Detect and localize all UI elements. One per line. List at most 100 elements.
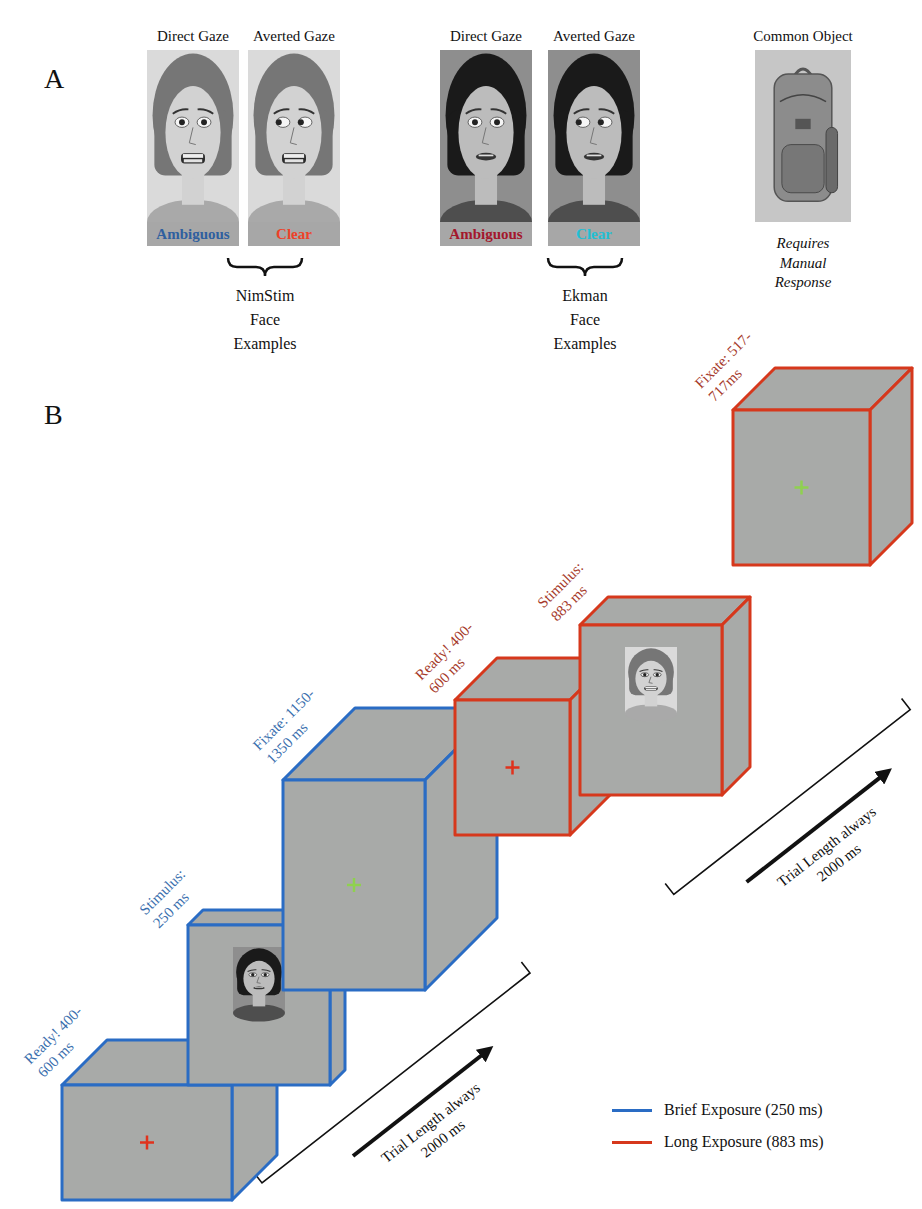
hair: [628, 648, 674, 696]
eyebrow: [599, 109, 615, 113]
mouth: [644, 687, 658, 691]
pupil: [276, 119, 282, 125]
face-photo: [440, 50, 532, 222]
teeth: [587, 155, 602, 157]
mouth: [282, 153, 306, 163]
eye: [249, 973, 257, 977]
column-header: Direct Gaze: [123, 22, 263, 50]
pupil: [201, 119, 207, 125]
eyebrow: [299, 109, 315, 113]
teeth: [646, 689, 656, 690]
legend-row: Long Exposure (883 ms): [612, 1128, 902, 1156]
photo-ground: [548, 50, 640, 222]
photo-ground: [233, 947, 285, 1013]
cube-front: [733, 410, 870, 565]
fixation-cross: [795, 481, 809, 495]
pupil: [598, 119, 604, 125]
panel-letter: B: [44, 398, 63, 432]
curly-brace: [228, 258, 302, 276]
pupil: [472, 119, 478, 125]
eye: [468, 117, 482, 127]
eyebrow: [173, 109, 189, 113]
column-header: Common Object: [731, 22, 875, 50]
legend-line: [612, 1141, 652, 1144]
pupil: [656, 673, 659, 676]
photo-ground: [625, 647, 677, 713]
nose: [482, 127, 488, 144]
nose: [590, 127, 596, 144]
group-caption: Ekman Face Examples: [549, 284, 621, 356]
teeth: [183, 154, 203, 158]
stimulus-panel: Averted GazeClear: [248, 22, 340, 246]
bag-zip: [780, 95, 826, 102]
teeth: [255, 987, 263, 989]
mouth: [253, 986, 264, 989]
eye: [490, 117, 504, 127]
bag-pocket: [782, 145, 824, 193]
teeth: [479, 155, 494, 157]
fixation-cross: [506, 761, 520, 775]
pupil: [576, 119, 582, 125]
face-photo: [548, 50, 640, 222]
face: [243, 961, 274, 997]
legend-text: Brief Exposure (250 ms): [664, 1096, 823, 1124]
eye: [641, 673, 649, 677]
cube-outline: [733, 368, 912, 565]
eye: [298, 117, 312, 127]
pupil: [298, 119, 304, 125]
teeth: [184, 159, 202, 162]
fixation-cross: [347, 878, 361, 892]
eye: [653, 673, 661, 677]
group-caption: NimStim Face Examples: [225, 284, 305, 356]
response-note: Requires Manual Response: [757, 234, 849, 293]
eye: [197, 117, 211, 127]
stimulus-face: [233, 947, 285, 1022]
eyebrow: [640, 670, 649, 672]
teeth: [285, 159, 303, 162]
eyebrow: [466, 109, 482, 113]
eyebrow: [274, 109, 290, 113]
column-header: Direct Gaze: [416, 22, 556, 50]
stimulus-panel: Direct GazeAmbiguous: [147, 22, 239, 246]
eye: [175, 117, 189, 127]
column-header: Averted Gaze: [224, 22, 364, 50]
trial-phase-box: Fixate: 517-717ms: [733, 368, 912, 565]
object-photo: [755, 50, 851, 222]
stimulus-face: [625, 647, 677, 722]
face: [165, 86, 220, 179]
stimulus-panel: Direct GazeAmbiguous: [440, 22, 532, 246]
eyebrow: [262, 970, 271, 972]
pupil: [494, 119, 500, 125]
photo-ground: [755, 50, 851, 222]
cube-side: [722, 597, 750, 795]
teeth: [645, 687, 656, 688]
condition-label: Clear: [248, 222, 340, 246]
bag-body: [774, 74, 832, 201]
condition-label: Ambiguous: [440, 222, 532, 246]
face: [566, 86, 621, 179]
mouth: [181, 153, 205, 163]
stimulus-panel: Averted GazeClear: [548, 22, 640, 246]
eyebrow: [198, 109, 214, 113]
hair: [236, 948, 282, 996]
cube-front: [62, 1085, 232, 1200]
face: [635, 661, 666, 697]
photo-ground: [248, 50, 340, 222]
face-photo: [147, 50, 239, 222]
panel-letter: A: [44, 62, 64, 96]
eyebrow: [248, 970, 257, 972]
trial-phase-box: Stimulus: 883 ms: [580, 597, 750, 795]
eye: [276, 117, 290, 127]
photo-ground: [440, 50, 532, 222]
curly-brace: [548, 258, 622, 276]
eye: [576, 117, 590, 127]
cube-front: [580, 625, 722, 795]
legend-line: [612, 1109, 652, 1112]
bag-patch: [795, 119, 810, 129]
face-photo: [248, 50, 340, 222]
face: [458, 86, 513, 179]
pupil: [264, 973, 267, 976]
pupil: [643, 673, 646, 676]
bag-side: [826, 127, 838, 192]
pupil: [251, 973, 254, 976]
